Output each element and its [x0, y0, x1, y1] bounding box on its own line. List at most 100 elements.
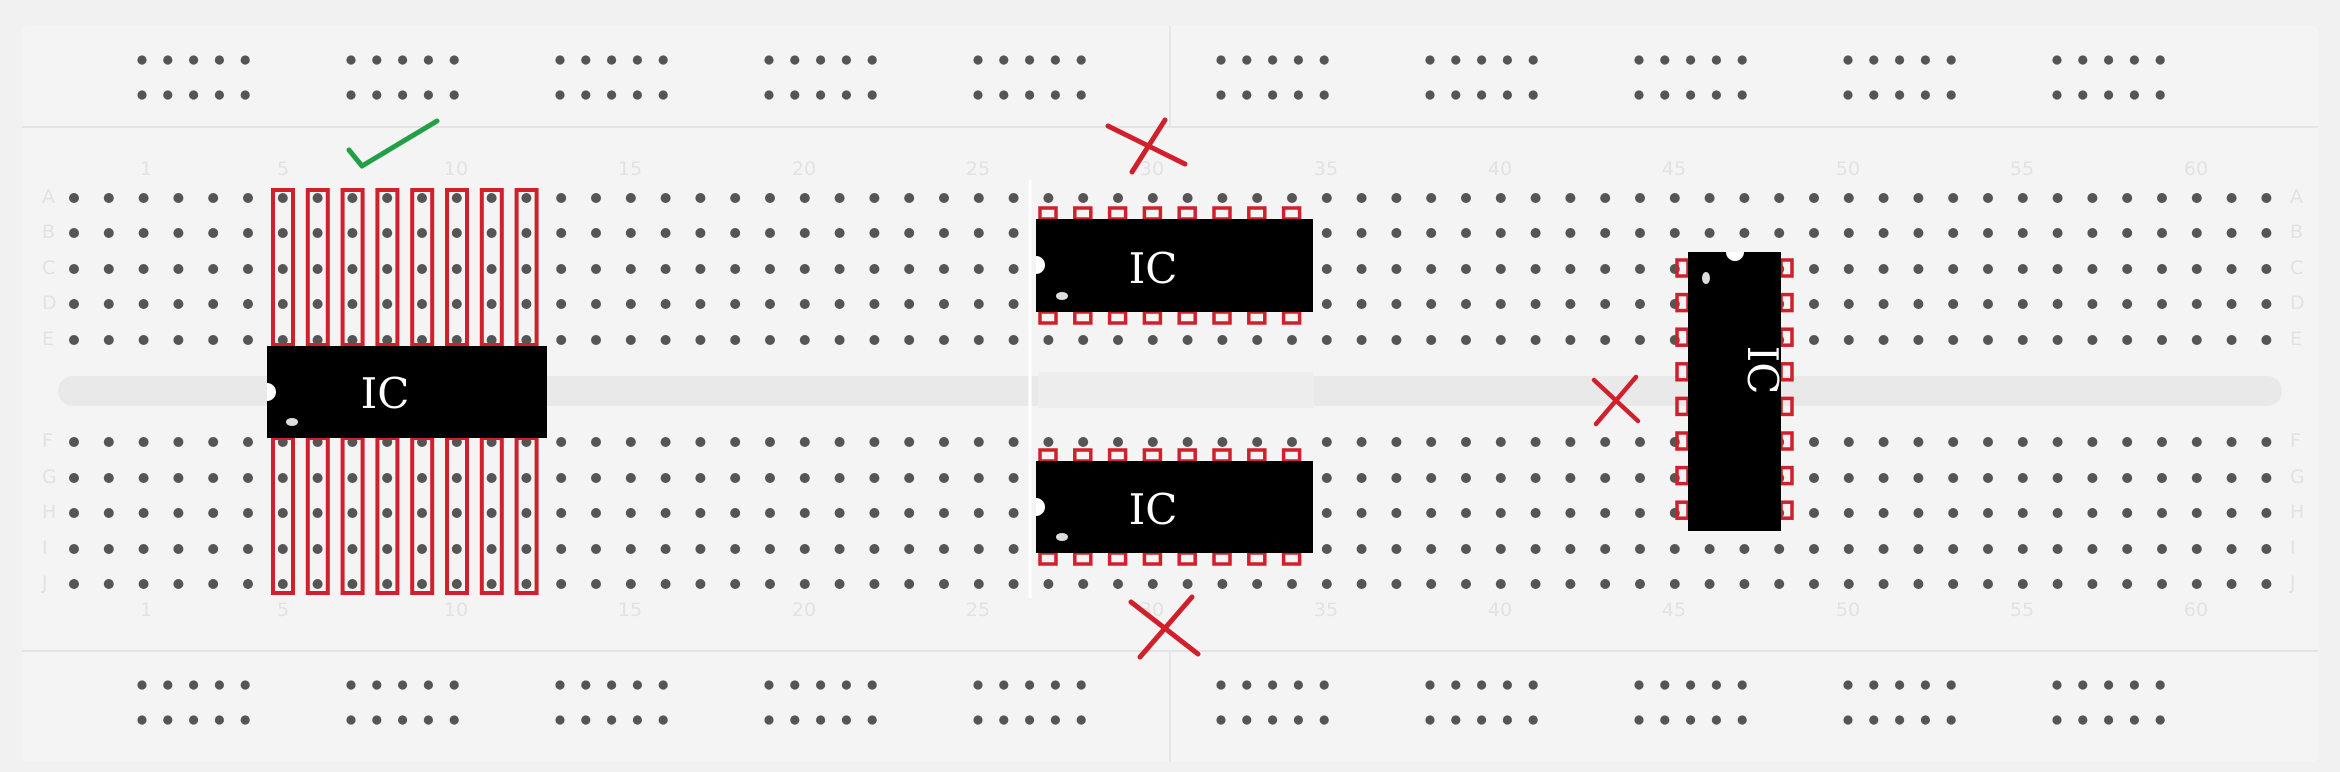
rail-hole: [2104, 680, 2114, 690]
terminal-hole: [939, 264, 949, 274]
rail-hole: [764, 90, 774, 100]
column-number: 35: [1314, 599, 1338, 621]
terminal-hole: [591, 335, 601, 345]
terminal-hole: [591, 299, 601, 309]
terminal-hole: [1426, 579, 1437, 589]
rail-hole: [2052, 90, 2062, 100]
column-strip-outline: [375, 188, 400, 347]
terminal-hole: [2052, 228, 2063, 238]
terminal-hole: [2087, 264, 2098, 274]
terminal-hole: [660, 228, 671, 238]
rail-hole: [555, 680, 565, 690]
terminal-hole: [939, 437, 949, 447]
terminal-hole: [1739, 193, 1750, 203]
rail-hole: [1528, 55, 1538, 65]
rail-hole: [189, 90, 199, 100]
terminal-hole: [103, 264, 114, 274]
terminal-hole: [695, 473, 706, 483]
terminal-hole: [973, 473, 984, 483]
terminal-hole: [973, 508, 984, 518]
terminal-hole: [730, 193, 741, 203]
terminal-hole: [1182, 193, 1193, 203]
rail-hole: [658, 90, 668, 100]
terminal-hole: [1635, 299, 1645, 309]
terminal-hole: [1843, 264, 1854, 274]
terminal-hole: [243, 473, 253, 483]
terminal-hole: [451, 544, 462, 554]
terminal-hole: [1983, 544, 1993, 554]
terminal-hole: [556, 579, 567, 589]
terminal-hole: [660, 193, 671, 203]
terminal-hole: [1913, 264, 1924, 274]
terminal-hole: [660, 437, 671, 447]
rail-hole: [1050, 715, 1060, 725]
rail-hole: [214, 90, 224, 100]
terminal-hole: [695, 228, 706, 238]
terminal-hole: [973, 193, 984, 203]
terminal-hole: [556, 193, 567, 203]
terminal-hole: [277, 264, 288, 274]
terminal-hole: [69, 299, 79, 309]
terminal-hole: [1600, 544, 1611, 554]
terminal-hole: [1843, 299, 1854, 309]
terminal-hole: [1913, 544, 1924, 554]
rail-hole: [1843, 715, 1853, 725]
terminal-hole: [2191, 437, 2202, 447]
terminal-hole: [1635, 579, 1645, 589]
rail-hole: [1076, 715, 1086, 725]
terminal-hole: [1843, 579, 1854, 589]
terminal-hole: [1182, 437, 1193, 447]
rail-hole: [346, 715, 356, 725]
terminal-hole: [2157, 508, 2167, 518]
terminal-hole: [1948, 193, 1959, 203]
terminal-hole: [695, 299, 706, 309]
rail-hole: [1050, 90, 1060, 100]
terminal-hole: [1809, 228, 1819, 238]
terminal-hole: [1809, 335, 1819, 345]
rail-hole: [841, 90, 852, 100]
rail-hole: [2155, 90, 2165, 100]
terminal-hole: [973, 335, 984, 345]
terminal-hole: [243, 437, 253, 447]
terminal-hole: [1321, 579, 1332, 589]
terminal-hole: [973, 228, 984, 238]
terminal-hole: [834, 264, 845, 274]
terminal-hole: [2122, 508, 2133, 518]
rail-hole: [1920, 715, 1930, 725]
terminal-hole: [1948, 264, 1959, 274]
row-label: C: [2290, 257, 2303, 279]
terminal-hole: [1530, 544, 1541, 554]
rail-hole: [1737, 680, 1747, 690]
terminal-hole: [486, 299, 497, 309]
rail-hole: [973, 715, 983, 725]
terminal-hole: [1391, 544, 1402, 554]
terminal-hole: [347, 508, 358, 518]
rail-hole: [1242, 90, 1252, 100]
terminal-hole: [1008, 264, 1019, 274]
terminal-hole: [2122, 228, 2133, 238]
terminal-hole: [1843, 473, 1854, 483]
row-label: J: [2289, 572, 2296, 594]
terminal-hole: [1983, 264, 1993, 274]
rail-hole: [1502, 680, 1512, 690]
row-label: B: [2290, 221, 2303, 243]
terminal-hole: [382, 264, 393, 274]
rail-hole: [581, 55, 591, 65]
rail-hole: [764, 680, 774, 690]
rail-hole: [423, 55, 433, 65]
rail-hole: [2052, 680, 2062, 690]
rail-hole: [1869, 715, 1879, 725]
terminal-hole: [1008, 579, 1019, 589]
terminal-hole: [1739, 544, 1750, 554]
terminal-hole: [1809, 544, 1819, 554]
terminal-hole: [904, 299, 915, 309]
terminal-hole: [1356, 579, 1367, 589]
terminal-hole: [2226, 264, 2237, 274]
terminal-hole: [277, 579, 288, 589]
chip-correct: IC: [267, 188, 547, 595]
terminal-hole: [1913, 473, 1924, 483]
column-labels: 1 5 10 15 20 25 30 35 40 45 50 55 60 1 5…: [140, 158, 2208, 621]
terminal-hole: [625, 544, 636, 554]
rail-hole: [999, 55, 1009, 65]
terminal-hole: [765, 544, 775, 554]
